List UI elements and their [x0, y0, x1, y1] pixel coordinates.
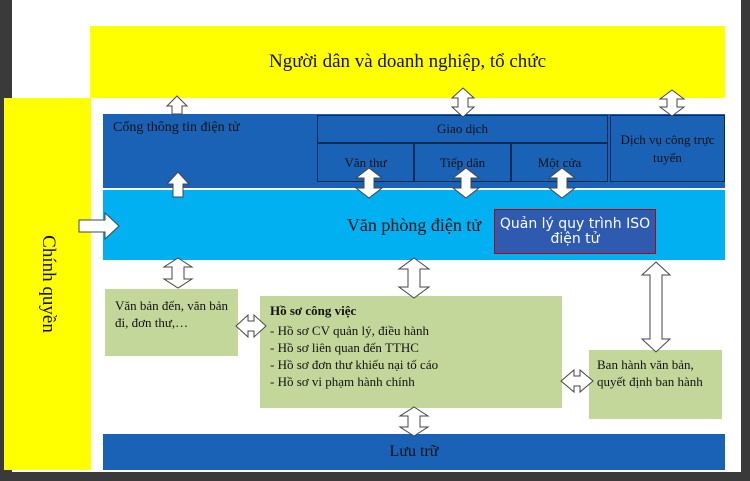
arrow-updown-icon	[398, 406, 430, 437]
archive-band: Lưu trữ	[103, 434, 725, 470]
online-services-box: Dịch vụ công trực tuyến	[610, 115, 725, 182]
government-band: Chính quyền	[4, 98, 91, 470]
arrow-up-icon	[165, 171, 191, 198]
documents-label: Văn bản đến, văn bản đi, đơn thư,…	[115, 298, 228, 330]
arrow-updown-icon	[162, 257, 194, 289]
citizen-reception-label: Tiếp dân	[439, 154, 486, 170]
frame-bottom-edge	[0, 472, 750, 481]
arrow-updown-icon	[451, 167, 481, 199]
issuance-box: Ban hành văn bản, quyết định ban hành	[589, 350, 722, 419]
arrow-leftright-icon	[560, 368, 594, 394]
arrow-updown-icon	[397, 257, 431, 299]
arrow-leftright-icon	[235, 313, 267, 339]
documents-box: Văn bản đến, văn bản đi, đơn thư,…	[105, 289, 238, 356]
transaction-label: Giao dịch	[437, 121, 488, 136]
online-services-label: Dịch vụ công trực tuyến	[620, 131, 715, 165]
e-portal-label: Cổng thông tin điện tử	[113, 120, 240, 135]
arrow-updown-icon	[658, 89, 686, 117]
work-records-item: - Hồ sơ CV quản lý, điều hành	[270, 323, 430, 338]
iso-process-label: Quản lý quy trình ISO điện tử	[499, 215, 651, 247]
clerical-label: Văn thư	[344, 154, 387, 170]
arrow-updown-icon	[640, 261, 672, 353]
frame-right-edge	[741, 0, 750, 481]
work-records-box: Hồ sơ công việc - Hồ sơ CV quản lý, điều…	[260, 296, 562, 408]
work-records-item: - Hồ sơ đơn thư khiếu nại tố cáo	[270, 357, 439, 372]
arrow-up-icon	[165, 95, 189, 115]
arrow-right-icon	[78, 211, 120, 241]
e-office-label: Văn phòng điện tử	[346, 214, 482, 235]
work-records-list: - Hồ sơ CV quản lý, điều hành - Hồ sơ li…	[270, 322, 552, 390]
issuance-label: Ban hành văn bản, quyết định ban hành	[597, 357, 703, 389]
citizens-business-label: Người dân và doanh nghiệp, tổ chức	[268, 51, 547, 72]
arrow-updown-icon	[450, 87, 476, 118]
work-records-item: - Hồ sơ liên quan đến TTHC	[270, 340, 419, 355]
one-stop-label: Một cửa	[537, 154, 582, 170]
arrow-updown-icon	[354, 167, 384, 199]
citizens-business-band: Người dân và doanh nghiệp, tổ chức	[90, 26, 725, 98]
archive-label: Lưu trữ	[389, 443, 439, 460]
transaction-box: Giao dịch	[317, 115, 608, 143]
iso-process-box: Quản lý quy trình ISO điện tử	[494, 209, 656, 254]
work-records-item: - Hồ sơ vi phạm hành chính	[270, 374, 415, 389]
work-records-title: Hồ sơ công việc	[270, 303, 357, 318]
arrow-updown-icon	[547, 167, 577, 199]
